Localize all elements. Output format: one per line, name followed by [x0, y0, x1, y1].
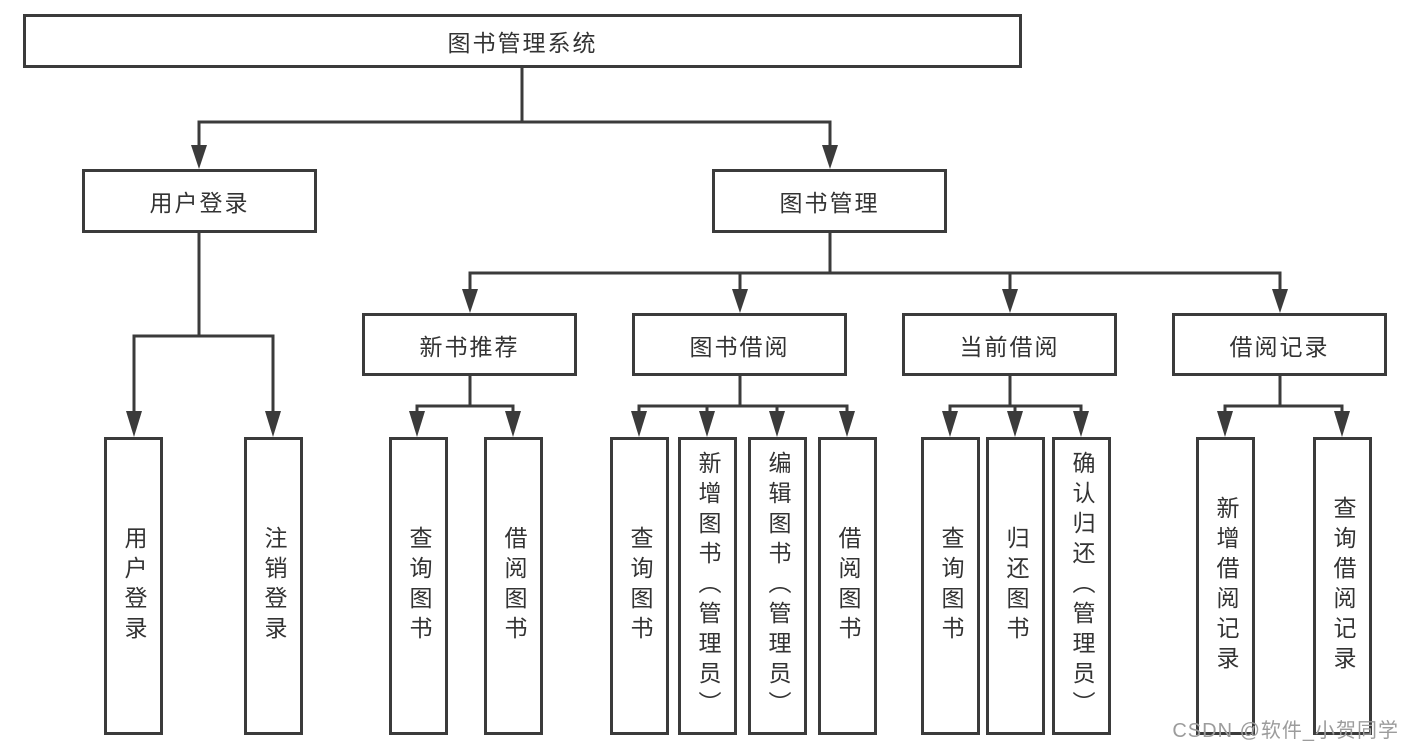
leaf-add-borrow-record: 新增借阅记录 [1196, 437, 1255, 735]
leaf-label: 确认归还（管理员） [1069, 451, 1095, 721]
node-book-management: 图书管理 [712, 169, 947, 233]
leaf-label: 查询图书 [406, 526, 432, 646]
node-user-login: 用户登录 [82, 169, 317, 233]
node-label: 图书管理系统 [447, 30, 598, 56]
leaf-edit-books-admin: 编辑图书（管理员） [748, 437, 807, 735]
leaf-label: 查询图书 [627, 526, 653, 646]
leaf-query-borrow-record: 查询借阅记录 [1313, 437, 1372, 735]
leaf-label: 查询借阅记录 [1330, 496, 1356, 676]
node-label: 图书管理 [779, 190, 880, 216]
leaf-borrow-books-recommend: 借阅图书 [484, 437, 543, 735]
node-label: 用户登录 [149, 190, 250, 216]
leaf-query-books-current: 查询图书 [921, 437, 980, 735]
leaf-label: 新增图书（管理员） [695, 451, 721, 721]
node-borrow-records: 借阅记录 [1172, 313, 1387, 376]
node-label: 当前借阅 [959, 333, 1060, 360]
leaf-label: 查询图书 [938, 526, 964, 646]
leaf-label: 借阅图书 [501, 526, 527, 646]
leaf-borrow-books: 借阅图书 [818, 437, 877, 735]
node-label: 新书推荐 [419, 333, 520, 360]
leaf-label: 借阅图书 [835, 526, 861, 646]
leaf-query-books-borrow: 查询图书 [610, 437, 669, 735]
leaf-add-books-admin: 新增图书（管理员） [678, 437, 737, 735]
csdn-watermark: CSDN @软件_小贺同学 [1172, 720, 1399, 742]
node-label: 图书借阅 [689, 333, 790, 360]
leaf-label: 注销登录 [261, 526, 287, 646]
leaf-query-books-recommend: 查询图书 [389, 437, 448, 735]
node-new-book-recommend: 新书推荐 [362, 313, 577, 376]
leaf-user-login: 用户登录 [104, 437, 163, 735]
leaf-label: 编辑图书（管理员） [765, 451, 791, 721]
leaf-logout: 注销登录 [244, 437, 303, 735]
leaf-label: 归还图书 [1003, 526, 1029, 646]
node-book-borrow: 图书借阅 [632, 313, 847, 376]
leaf-label: 新增借阅记录 [1213, 496, 1239, 676]
leaf-return-books: 归还图书 [986, 437, 1045, 735]
node-current-borrow: 当前借阅 [902, 313, 1117, 376]
leaf-label: 用户登录 [121, 526, 147, 646]
node-library-management-system: 图书管理系统 [23, 14, 1022, 68]
leaf-confirm-return-admin: 确认归还（管理员） [1052, 437, 1111, 735]
node-label: 借阅记录 [1229, 333, 1330, 360]
arrowheads [126, 145, 1350, 437]
